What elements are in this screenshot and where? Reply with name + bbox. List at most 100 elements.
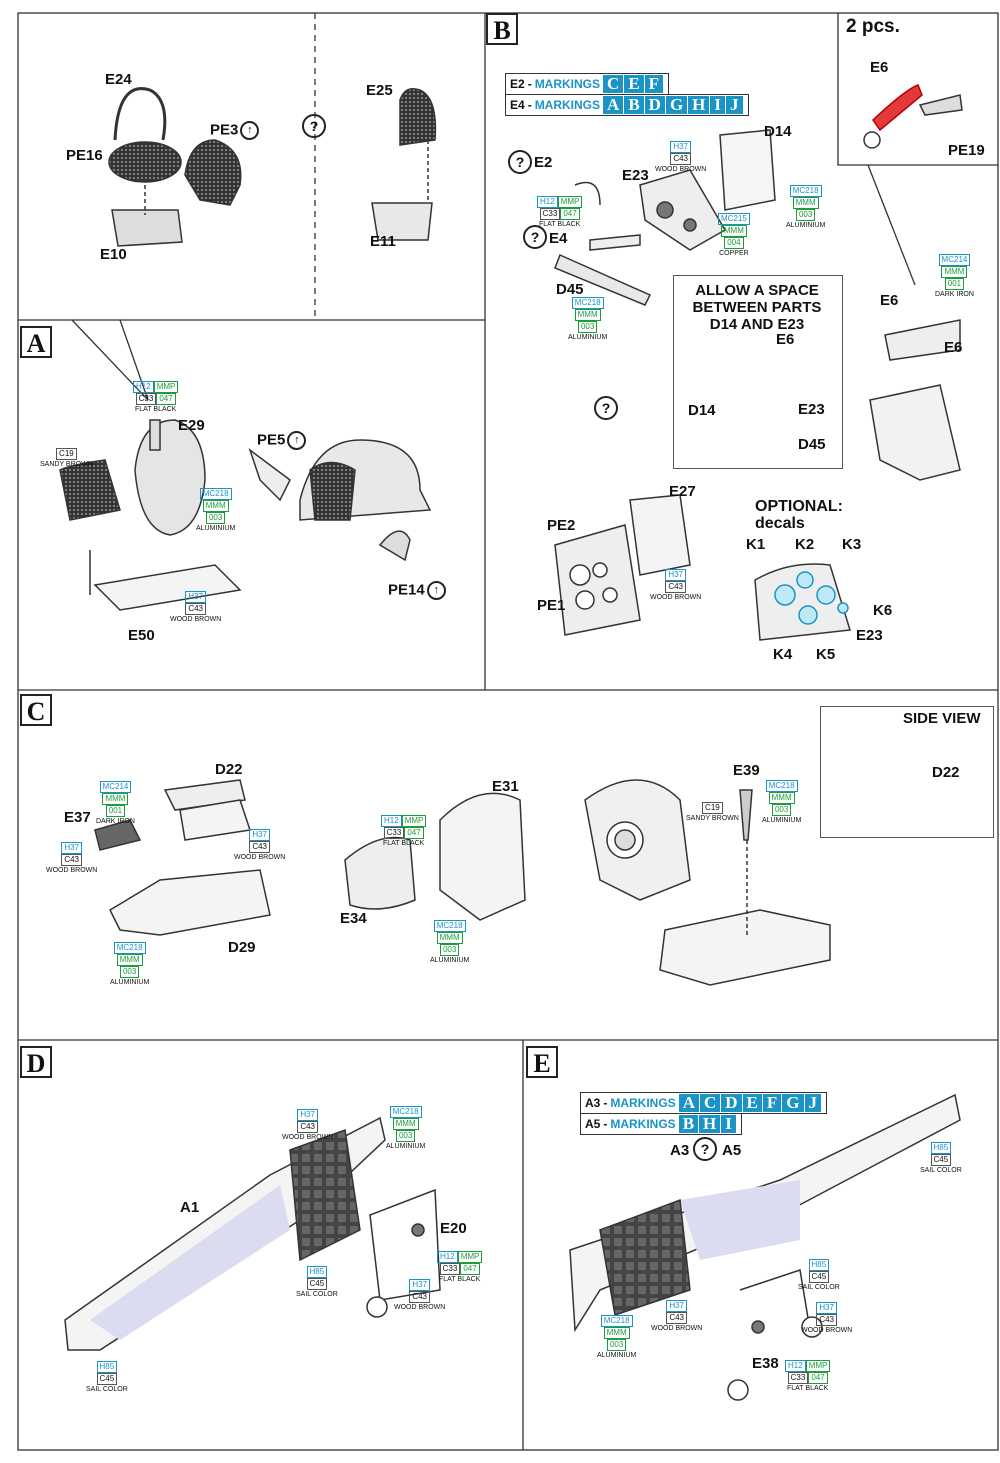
question-mark-icon: ?	[302, 114, 326, 138]
step-d-label: D	[20, 1046, 52, 1078]
part-e6: E6	[880, 292, 899, 309]
marking-letter: A	[603, 96, 624, 114]
part-pe2: PE2	[547, 517, 576, 534]
spacing-inset	[673, 275, 843, 469]
marking-letter: G	[665, 96, 688, 114]
inset-part-e6: E6	[776, 331, 795, 348]
paint-callout: MC214 MMM 001 DARK IRON	[935, 254, 974, 298]
paint-callout: H37 C43 WOOD BROWN	[394, 1279, 446, 1311]
marking-letter: I	[721, 1115, 736, 1133]
question-mark-icon: ?	[523, 225, 547, 249]
part-e2: E2	[534, 154, 553, 171]
decal-k2: K2	[795, 536, 815, 553]
paint-callout: MC218 MMM 003 ALUMINIUM	[110, 942, 150, 986]
panel-d-art	[64, 1116, 441, 1351]
marking-letter: C	[603, 75, 624, 93]
part-e27: E27	[669, 483, 696, 500]
part-a1: A1	[180, 1199, 200, 1216]
marking-letter: A	[678, 1094, 699, 1112]
inset-part-d45: D45	[798, 436, 826, 453]
paint-callout: H37 C43 WOOD BROWN	[651, 1300, 703, 1332]
spacing-note: ALLOW A SPACE BETWEEN PARTS D14 AND E23	[692, 282, 822, 333]
side-view-inset	[820, 706, 994, 838]
part-e34: E34	[340, 910, 367, 927]
step-a-label: A	[20, 326, 52, 358]
optional-decals-note: OPTIONAL: decals	[755, 498, 843, 532]
part-e50: E50	[128, 627, 155, 644]
paint-callout: H37 C43 WOOD BROWN	[650, 569, 702, 601]
marking-letter: I	[710, 96, 726, 114]
marking-letter: E	[742, 1094, 762, 1112]
decal-k6: K6	[873, 602, 893, 619]
part-pe3: PE3↑	[210, 121, 260, 140]
marking-letter: E	[624, 75, 644, 93]
side-view-part-d22: D22	[932, 764, 960, 781]
part-pe14: PE14↑	[388, 581, 446, 600]
decal-k1: K1	[746, 536, 766, 553]
part-e29: E29	[178, 417, 205, 434]
part-pe16: PE16	[66, 147, 103, 164]
decal-k5: K5	[816, 646, 836, 663]
question-mark-icon: ?	[508, 150, 532, 174]
part-d29: D29	[228, 939, 256, 956]
part-e6: E6	[870, 59, 889, 76]
paint-callout: H85 C45 SAIL COLOR	[920, 1142, 962, 1174]
paint-callout: C19 SANDY BROWN	[40, 448, 93, 468]
paint-callout: MC218 MMM 003 ALUMINIUM	[568, 297, 608, 341]
paint-callout: H85 C45 SAIL COLOR	[296, 1266, 338, 1298]
paint-callout: MC218 MMM 003 ALUMINIUM	[430, 920, 470, 964]
question-mark-icon: ?	[594, 396, 618, 420]
paint-callout: H85 C45 SAIL COLOR	[798, 1259, 840, 1291]
part-e20: E20	[440, 1220, 467, 1237]
up-arrow-icon: ↑	[287, 431, 307, 450]
part-e37: E37	[64, 809, 91, 826]
inset-part-d14: D14	[688, 402, 716, 419]
marking-letter: B	[678, 1115, 699, 1133]
marking-letter: F	[644, 75, 664, 93]
part-e23: E23	[622, 167, 649, 184]
decal-part-e23: E23	[856, 627, 883, 644]
part-e10: E10	[100, 246, 127, 263]
part-e24: E24	[105, 71, 132, 88]
panel-a-art	[59, 419, 432, 611]
paint-callout: MC218 MMM 003 ALUMINIUM	[386, 1106, 426, 1150]
paint-callout: MC218 MMM 003 ALUMINIUM	[196, 488, 236, 532]
paint-callout: H37 C43 WOOD BROWN	[801, 1302, 853, 1334]
panel-e-art	[569, 1093, 961, 1401]
part-e31: E31	[492, 778, 519, 795]
paint-callout: MC215 MMM 004 COPPER	[718, 213, 750, 257]
step-b-label: B	[486, 13, 518, 45]
part-pe5: PE5↑	[257, 431, 307, 450]
marking-letter: B	[624, 96, 644, 114]
marking-letter: G	[782, 1094, 804, 1112]
paint-callout: MC214 MMM 001 DARK IRON	[96, 781, 135, 825]
up-arrow-icon: ↑	[426, 581, 446, 600]
paint-callout: H37 C43 WOOD BROWN	[655, 141, 707, 173]
question-mark-icon: ?	[693, 1137, 717, 1161]
part-e38: E38	[752, 1355, 779, 1372]
part-a3: A3	[670, 1142, 690, 1159]
step-c-label: C	[20, 694, 52, 726]
marking-letter: H	[688, 96, 710, 114]
paint-callout: H37 C43 WOOD BROWN	[282, 1109, 334, 1141]
side-view-title: SIDE VIEW	[903, 710, 981, 727]
part-d14: D14	[764, 123, 792, 140]
up-arrow-icon: ↑	[240, 121, 260, 140]
part-d45: D45	[556, 281, 584, 298]
two-pcs-note: 2 pcs.	[846, 16, 900, 37]
marking-letter: D	[644, 96, 665, 114]
